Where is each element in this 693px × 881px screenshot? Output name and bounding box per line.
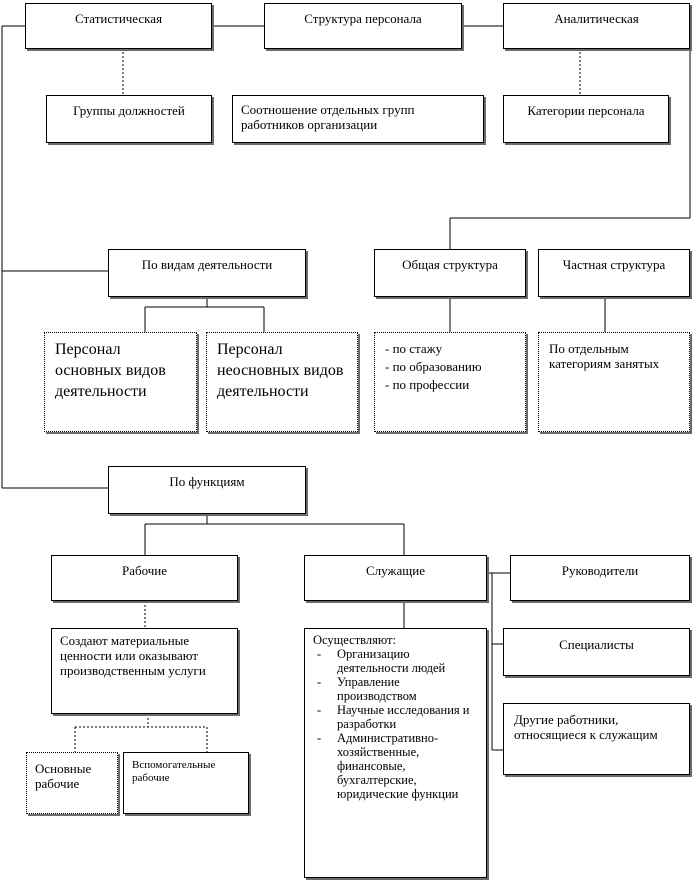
- functions-label: По функциям: [169, 474, 245, 489]
- private-structure-text: По отдельным категориям занятых: [549, 341, 660, 371]
- employees-description-box: Осуществляют: Организацию деятельности л…: [304, 628, 487, 878]
- workers-label: Рабочие: [121, 563, 168, 578]
- general-structure-box: Общая структура: [374, 249, 526, 297]
- structure-box: Структура персонала: [264, 3, 462, 49]
- categories-label: Категории персонала: [527, 103, 645, 118]
- main-workers-box: Основные рабочие: [26, 752, 118, 814]
- general-structure-items-box: - по стажу - по образованию - по професс…: [374, 332, 526, 432]
- private-structure-text-box: По отдельным категориям занятых: [538, 332, 690, 432]
- groups-box: Группы должностей: [46, 95, 212, 143]
- main-activity-staff-box: Персонал основных видов деятельности: [44, 332, 197, 432]
- nonmain-activity-staff-label: Персонал неосновных видов деятельности: [217, 341, 344, 400]
- employees-box: Служащие: [304, 555, 487, 601]
- analytical-box: Аналитическая: [503, 3, 690, 49]
- general-item: - по профессии: [385, 377, 470, 392]
- other-workers-box: Другие работники, относящиеся к служащим: [503, 703, 690, 775]
- employees-duty-item: Административно-хозяйственные, финансовы…: [313, 731, 478, 801]
- ratio-box: Соотношение отдельных групп работников о…: [232, 95, 484, 143]
- aux-workers-box: Вспомогательные рабочие: [123, 752, 249, 814]
- main-activity-staff-label: Персонал основных видов деятельности: [55, 341, 166, 400]
- structure-label: Структура персонала: [304, 11, 422, 26]
- specialists-box: Специалисты: [503, 628, 690, 676]
- statistical-box: Статистическая: [25, 3, 212, 49]
- statistical-label: Статистическая: [74, 11, 163, 26]
- workers-description-box: Создают материальные ценности или оказыв…: [51, 628, 238, 714]
- employees-duty-item: Научные исследования и разработки: [313, 703, 478, 731]
- specialists-label: Специалисты: [559, 637, 634, 652]
- ratio-label: Соотношение отдельных групп работников о…: [241, 102, 415, 132]
- main-workers-label: Основные рабочие: [35, 761, 92, 791]
- general-item: - по образованию: [385, 359, 482, 374]
- managers-box: Руководители: [510, 555, 690, 601]
- workers-box: Рабочие: [51, 555, 238, 601]
- managers-label: Руководители: [561, 563, 639, 578]
- activity-box: По видам деятельности: [108, 249, 306, 297]
- analytical-label: Аналитическая: [554, 11, 639, 26]
- private-structure-box: Частная структура: [538, 249, 690, 297]
- functions-box: По функциям: [108, 466, 306, 514]
- workers-description: Создают материальные ценности или оказыв…: [60, 633, 206, 678]
- activity-label: По видам деятельности: [141, 257, 273, 272]
- employees-intro: Осуществляют:: [313, 633, 396, 647]
- groups-label: Группы должностей: [73, 103, 185, 118]
- general-structure-label: Общая структура: [402, 257, 498, 272]
- employees-label: Служащие: [366, 563, 425, 578]
- employees-duty-item: Управление производством: [313, 675, 478, 703]
- categories-box: Категории персонала: [503, 95, 669, 143]
- private-structure-label: Частная структура: [562, 257, 666, 272]
- general-item: - по стажу: [385, 341, 443, 356]
- aux-workers-label: Вспомогательные рабочие: [132, 759, 216, 784]
- nonmain-activity-staff-box: Персонал неосновных видов деятельности: [206, 332, 358, 432]
- other-workers-label: Другие работники, относящиеся к служащим: [514, 712, 658, 742]
- employees-duty-item: Организацию деятельности людей: [313, 647, 478, 675]
